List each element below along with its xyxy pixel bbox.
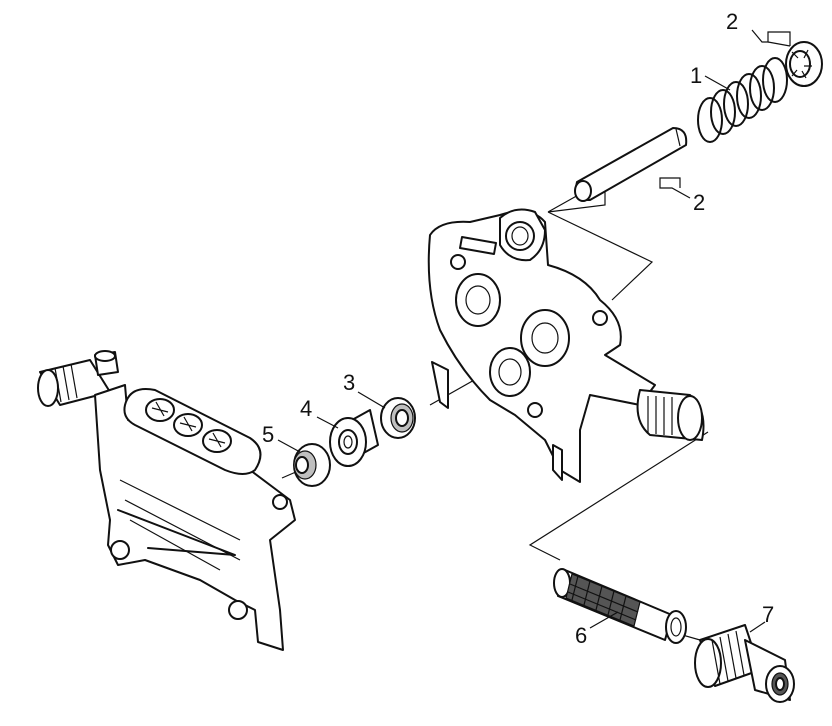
seal-ring-part-5 <box>293 443 331 487</box>
pump-housing <box>427 208 705 483</box>
filter-part-6 <box>553 568 687 644</box>
label-part-3: 3 <box>343 370 355 395</box>
label-part-5: 5 <box>262 422 274 447</box>
label-part-6: 6 <box>575 623 587 648</box>
valve-seat-part-4 <box>329 409 379 467</box>
seal-ring-part-3 <box>380 397 416 439</box>
connector-part-7 <box>694 624 795 703</box>
retaining-ring-part <box>785 41 823 87</box>
label-part-4: 4 <box>300 396 312 421</box>
piston-pin-part <box>574 127 688 202</box>
spring-part <box>697 57 788 143</box>
label-part-1-spring: 1 <box>690 63 702 88</box>
label-part-7: 7 <box>762 602 774 627</box>
label-part-2-ring: 2 <box>726 9 738 34</box>
valve-head-housing <box>37 350 296 651</box>
part-labels: 2 1 2 3 4 5 6 7 <box>262 9 774 648</box>
leader-lines <box>277 29 791 633</box>
label-part-2-pin: 2 <box>693 190 705 215</box>
